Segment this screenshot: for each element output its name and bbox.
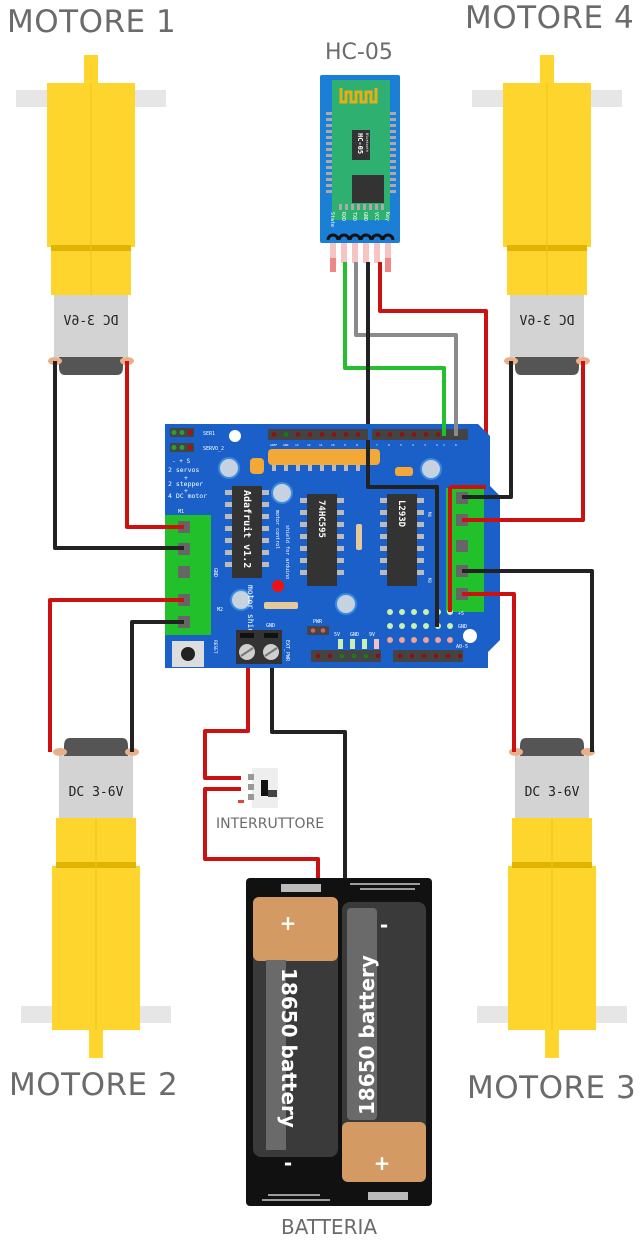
cell-1-minus: - [284, 1151, 292, 1175]
switch-label: INTERRUTTORE [216, 816, 325, 832]
svg-text:10: 10 [331, 443, 335, 447]
svg-text:2: 2 [436, 443, 438, 447]
wires-over-board [165, 420, 592, 627]
motor-4: DC 3-6V [471, 54, 623, 376]
label-m1: M1 [178, 509, 184, 515]
power-switch[interactable] [238, 768, 278, 808]
svg-text:+: + [184, 474, 188, 482]
servo2-label: SERVO_2 [203, 446, 224, 452]
shield-for-arduino-text: shield for arduino [284, 525, 290, 579]
motor-4-rating: DC 3-6V [519, 314, 574, 329]
svg-text:0: 0 [455, 443, 457, 447]
label-9v: 9V [369, 632, 375, 638]
cell-1-plus: + [280, 911, 297, 935]
hc05-chip-title: HC-05 [356, 133, 364, 154]
svg-text:TXD: TXD [351, 212, 357, 221]
hc05-label: HC-05 [325, 40, 393, 65]
wire-ext-pwr-red [203, 660, 250, 780]
motor-control-text: motor control [274, 510, 280, 549]
svg-text:7: 7 [376, 443, 378, 447]
capabilities-text: 2 servos + 2 stepper + 4 DC motor [168, 466, 207, 500]
motor-1-label: MOTORE 1 [7, 4, 177, 40]
label-gnd-pwr: GND [350, 632, 359, 638]
motor-1: DC 3-6V [15, 54, 167, 376]
svg-text:GND: GND [283, 443, 289, 447]
label-a0: A0-5 [456, 644, 468, 650]
svg-text:AREF: AREF [270, 443, 277, 447]
motor-2-label: MOTORE 2 [9, 1067, 179, 1103]
hc05-module: HC-05 Bluetooth State RXD TXD GND VCC Ke… [320, 75, 400, 272]
servo-pins-label: - + S [172, 458, 190, 465]
battery-cell-2: - 18650 battery + [342, 902, 426, 1182]
hc05-chip-subtitle: Bluetooth [365, 133, 369, 152]
svg-text:VCC: VCC [373, 212, 379, 221]
svg-text:4: 4 [412, 443, 414, 447]
cell-1-label: 18650 battery [277, 968, 301, 1128]
motor-2-rating: DC 3-6V [69, 785, 124, 800]
svg-text:GND: GND [362, 212, 368, 221]
svg-text:1: 1 [443, 443, 445, 447]
svg-text:3: 3 [424, 443, 426, 447]
motor-4-label: MOTORE 4 [465, 0, 635, 36]
battery-cell-1: + 18650 battery - [253, 897, 338, 1175]
label-5v: 5V [334, 632, 340, 638]
label-gnd-left: GND [212, 568, 218, 577]
svg-text:RXD: RXD [340, 212, 346, 221]
svg-text:2 stepper: 2 stepper [168, 480, 203, 488]
wire-switch-battery-red [203, 787, 320, 880]
svg-text:11: 11 [319, 443, 323, 447]
chip-adafruit-label: Adafruit v1.2 [241, 490, 253, 568]
label-m4: M4 [427, 512, 432, 517]
hc05-pin-labels: State RXD TXD GND VCC Key [329, 212, 390, 227]
wire-motor1-black [53, 361, 184, 550]
svg-text:5: 5 [400, 443, 402, 447]
svg-text:+: + [184, 487, 188, 495]
svg-text:Key: Key [384, 212, 390, 221]
svg-text:13: 13 [295, 443, 299, 447]
label-gnd-ext: GND [266, 623, 275, 629]
svg-text:4 DC motor: 4 DC motor [168, 492, 207, 500]
top-header-pin-labels: AREF GND 13 12 11 10 9 8 7 6 5 4 3 2 1 0 [270, 443, 457, 447]
label-m3: M3 [427, 578, 432, 583]
label-gnd-right: GND [458, 624, 467, 630]
svg-text:2 servos: 2 servos [168, 466, 199, 474]
label-reset: RESET [212, 640, 218, 654]
wire-motor2-red [48, 598, 184, 752]
battery-holder: + 18650 battery - - 18650 battery + [246, 878, 432, 1206]
motor-shield-text: motor shield [246, 585, 255, 643]
motor-3-rating: DC 3-6V [525, 785, 580, 800]
label-plus5: +5 [458, 611, 464, 617]
cell-2-plus: + [374, 1151, 391, 1175]
svg-text:8: 8 [356, 443, 358, 447]
motor-1-rating: DC 3-6V [63, 314, 118, 329]
label-ext-pwr: EXT_PWR [284, 640, 290, 662]
wire-ext-gnd-black [270, 660, 347, 880]
svg-text:6: 6 [388, 443, 390, 447]
svg-text:State: State [329, 212, 335, 227]
chip-74hc595-label: 74HC595 [316, 500, 326, 538]
chip-l293d-label: L293D [396, 500, 406, 528]
battery-label: BATTERIA [281, 1215, 378, 1239]
svg-text:12: 12 [307, 443, 311, 447]
cell-2-minus: - [380, 913, 388, 937]
label-m2: M2 [217, 607, 223, 613]
wire-txd [354, 262, 458, 436]
svg-text:9: 9 [344, 443, 346, 447]
servo1-label: SER1 [203, 431, 215, 437]
wire-rxd [343, 262, 446, 436]
motor-3-label: MOTORE 3 [467, 1070, 637, 1106]
cell-2-label: 18650 battery [355, 955, 379, 1115]
label-pwr: PWR [313, 619, 323, 625]
motor-2: DC 3-6V [20, 737, 172, 1059]
motor-3: DC 3-6V [476, 737, 628, 1059]
